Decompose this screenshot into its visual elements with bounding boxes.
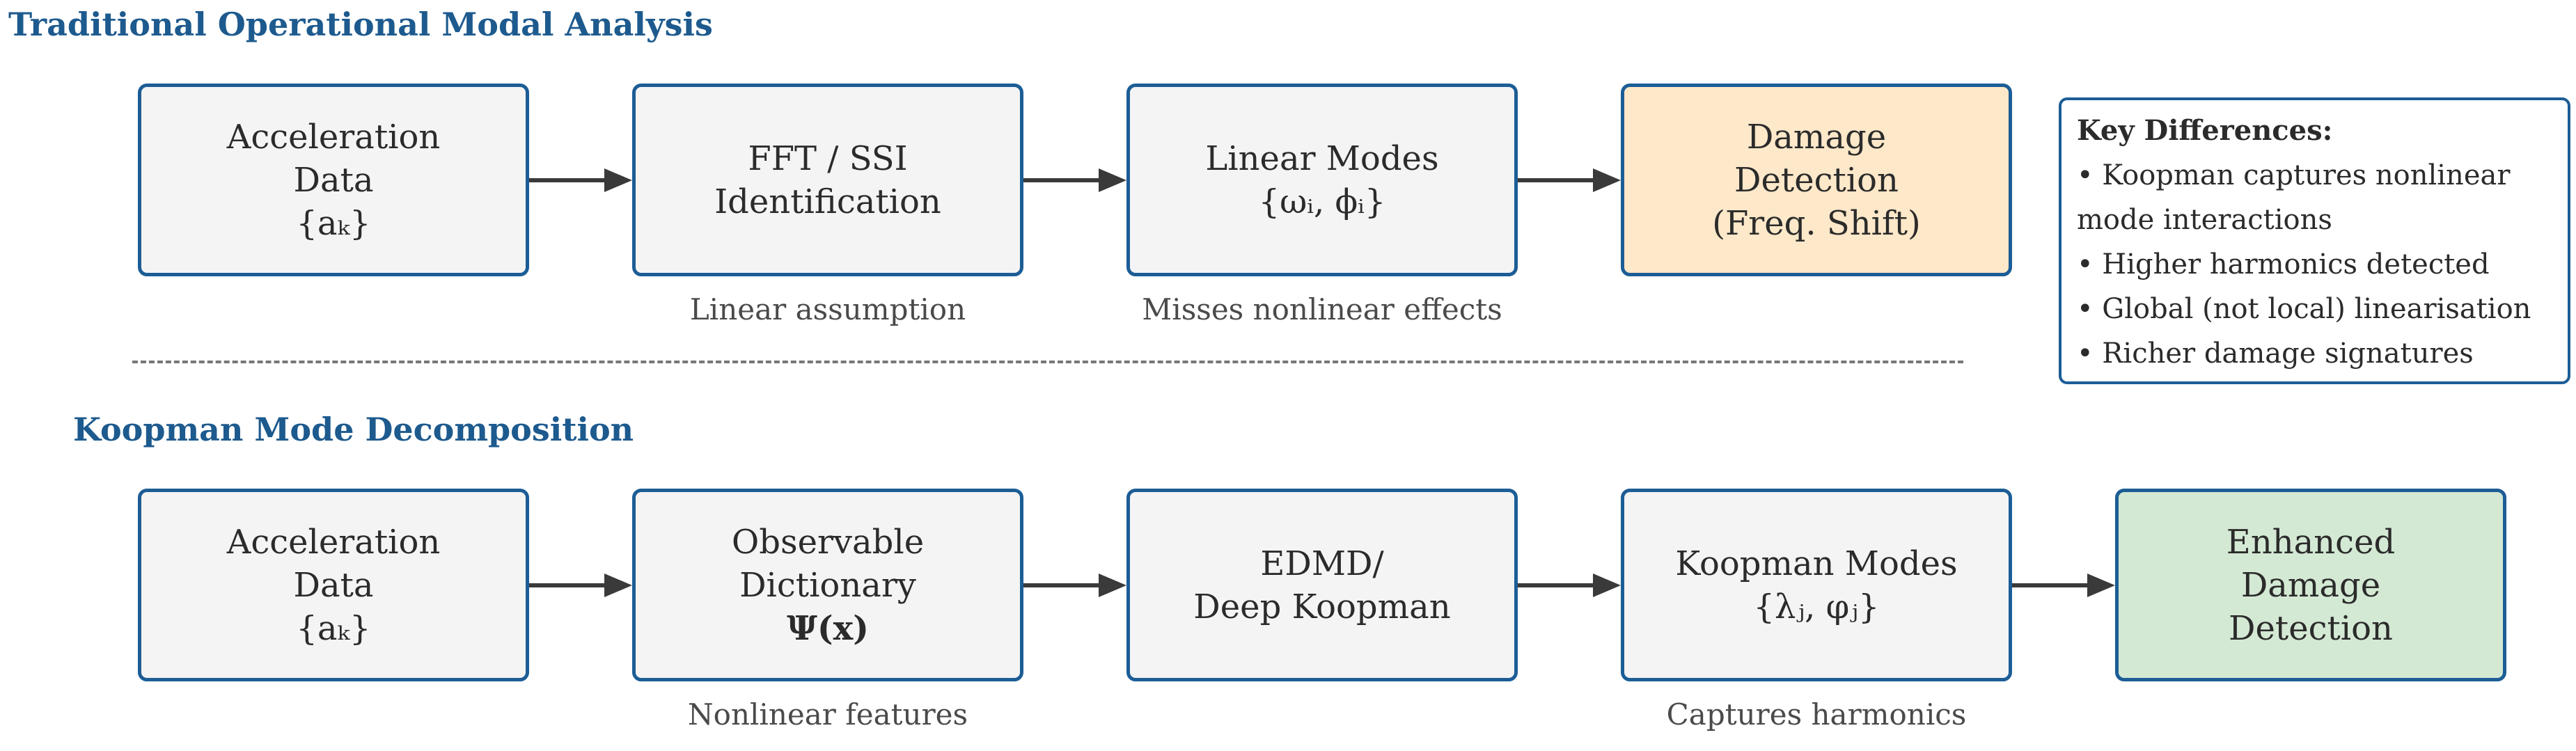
box-line: FFT / SSI <box>748 139 908 178</box>
box-line: Observable <box>731 522 925 562</box>
observable-dictionary-box: Observable Dictionary Ψ(x) <box>632 489 1023 681</box>
caption-misses-nonlinear: Misses nonlinear effects <box>1142 292 1502 326</box>
caption-nonlinear-features: Nonlinear features <box>687 697 968 732</box>
arrowhead-linear-to-damage <box>1593 168 1621 192</box>
caption-linear-assumption: Linear assumption <box>689 292 966 326</box>
box-line: Linear Modes <box>1205 139 1439 178</box>
box-math: Ψ(x) <box>787 608 869 648</box>
linear-modes-box: Linear Modes {ωᵢ, ϕᵢ} <box>1126 84 1518 276</box>
trad-acceleration-data-box: Acceleration Data {aₖ} <box>138 84 529 276</box>
box-line: Damage <box>2240 565 2381 605</box>
box-math: {ωᵢ, ϕᵢ} <box>1258 182 1386 221</box>
arrowhead-acc-to-fft <box>604 168 632 192</box>
fft-ssi-identification-box: FFT / SSI Identification <box>632 84 1023 276</box>
arrowhead-koopman-modes-to-enhanced <box>2087 574 2115 597</box>
arrowhead-fft-to-linear <box>1099 168 1126 192</box>
arrowhead-acc-to-observable <box>604 574 632 597</box>
damage-detection-box: Damage Detection (Freq. Shift) <box>1621 84 2012 276</box>
box-line: Data <box>293 160 374 200</box>
koopman-decomposition-title: Koopman Mode Decomposition <box>73 411 634 448</box>
section-divider <box>132 361 1963 363</box>
key-differences-box: Key Differences: • Koopman captures nonl… <box>2059 97 2570 384</box>
box-math: {aₖ} <box>296 203 371 243</box>
box-line: EDMD/ <box>1260 544 1384 583</box>
arrowhead-observable-to-edmd <box>1099 574 1126 597</box>
edmd-deep-koopman-box: EDMD/ Deep Koopman <box>1126 489 1518 681</box>
key-difference-item: mode interactions <box>2077 204 2332 236</box>
box-line: (Freq. Shift) <box>1712 203 1921 243</box>
box-line: Detection <box>2229 608 2393 648</box>
box-math: {λⱼ, φⱼ} <box>1753 587 1880 626</box>
key-difference-item: • Global (not local) linearisation <box>2077 293 2531 325</box>
key-difference-item: • Higher harmonics detected <box>2077 248 2490 280</box>
box-line: Acceleration <box>226 117 441 157</box>
box-line: Enhanced <box>2226 522 2396 562</box>
box-line: Dictionary <box>739 565 916 605</box>
box-line: Acceleration <box>226 522 441 562</box>
box-math: {aₖ} <box>296 608 371 648</box>
box-line: Data <box>293 565 374 605</box>
box-line: Damage <box>1746 117 1887 157</box>
box-line: Deep Koopman <box>1193 587 1451 626</box>
key-difference-item: • Koopman captures nonlinear <box>2077 159 2511 191</box>
traditional-oma-title: Traditional Operational Modal Analysis <box>8 6 713 43</box>
enhanced-damage-detection-box: Enhanced Damage Detection <box>2115 489 2506 681</box>
key-difference-item: • Richer damage signatures <box>2077 338 2474 370</box>
koopman-acceleration-data-box: Acceleration Data {aₖ} <box>138 489 529 681</box>
key-differences-heading: Key Differences: <box>2077 114 2333 147</box>
koopman-modes-box: Koopman Modes {λⱼ, φⱼ} <box>1621 489 2012 681</box>
box-line: Detection <box>1734 160 1899 200</box>
arrowhead-edmd-to-koopman-modes <box>1593 574 1621 597</box>
box-line: Koopman Modes <box>1675 544 1958 583</box>
caption-captures-harmonics: Captures harmonics <box>1666 697 1967 732</box>
box-line: Identification <box>714 182 941 221</box>
